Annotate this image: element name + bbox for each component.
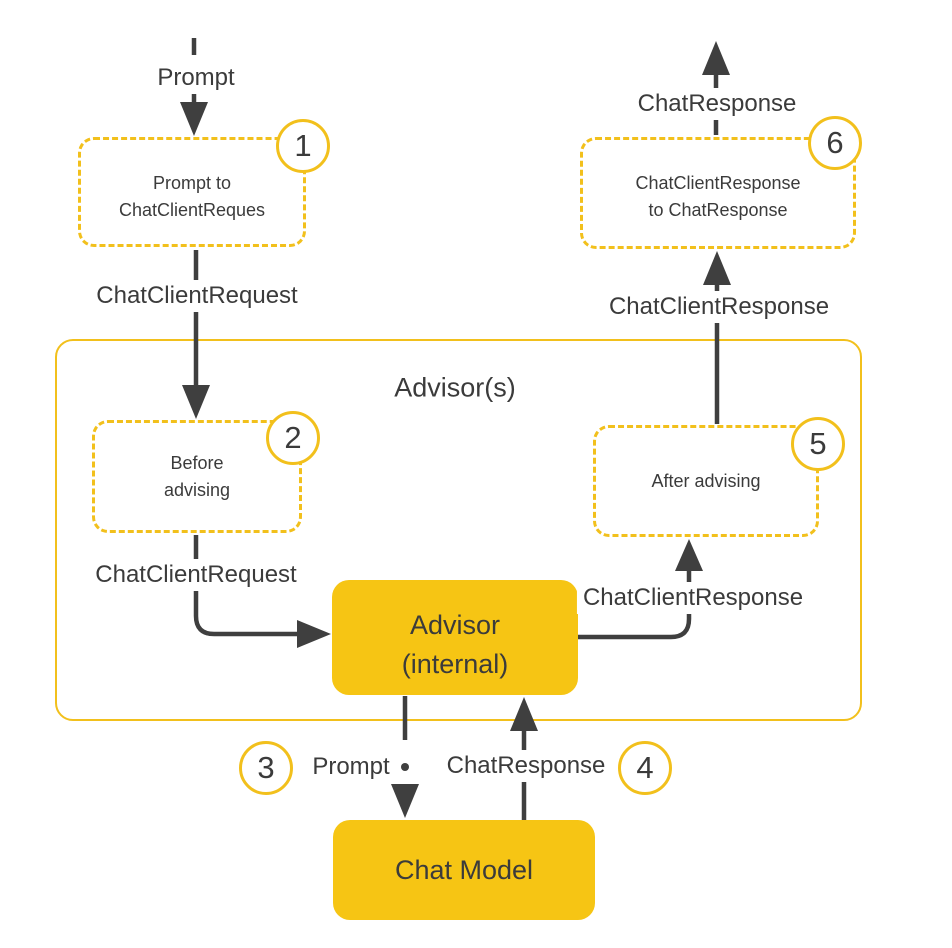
arrow-advisor-internal-to-chat-model — [391, 696, 419, 818]
edge-label-prompt-bottom: Prompt — [306, 751, 396, 783]
edge-label-chatclientresponse-inner: ChatClientResponse — [576, 582, 810, 614]
edge-label-chatclientresponse-outer: ChatClientResponse — [602, 291, 836, 323]
edge-label-chatclientrequest-inner: ChatClientRequest — [89, 559, 303, 591]
edge-label-chatclientrequest-outer: ChatClientRequest — [90, 280, 304, 312]
arrow-advisor-internal-to-after-advising — [578, 539, 703, 640]
node-text-line: Chat Model — [394, 854, 534, 885]
node-text-line: Prompt to — [152, 173, 232, 193]
step-badge-3: 3 — [239, 741, 293, 795]
step-badge-4: 4 — [618, 741, 672, 795]
arrow-before-advising-to-advisor-internal — [193, 535, 331, 648]
arrow-box1-to-before-advising — [182, 250, 210, 419]
node-text-line: ChatClientResponse — [635, 173, 801, 193]
node-advisor-internal: Advisor (internal) — [332, 580, 578, 695]
advisors-container-title: Advisor(s) — [394, 372, 516, 403]
node-text-line: (internal) — [401, 648, 509, 679]
node-text-line: Advisor — [409, 609, 500, 640]
node-chat-model: Chat Model — [333, 820, 595, 920]
node-chatclientresponse-to-chatresponse: ChatClientResponse to ChatResponse — [580, 137, 856, 249]
step-badge-1: 1 — [276, 119, 330, 173]
node-text-line: ChatClientReques — [118, 200, 266, 220]
node-text-line: advising — [163, 479, 231, 500]
node-after-advising: After advising — [593, 425, 819, 537]
node-text-line: Before — [170, 452, 224, 473]
node-prompt-to-chatclientrequest: Prompt to ChatClientReques — [78, 137, 306, 247]
step-badge-6: 6 — [808, 116, 862, 170]
edge-label-chatresponse-top: ChatResponse — [631, 88, 803, 120]
edge-label-prompt-top: Prompt — [151, 62, 241, 94]
edge-label-chatresponse-bottom: ChatResponse — [440, 750, 612, 782]
advisors-container — [55, 339, 862, 721]
step-badge-5: 5 — [791, 417, 845, 471]
node-text-line: to ChatResponse — [648, 200, 788, 220]
node-text-line: After advising — [651, 470, 761, 491]
arrow-after-advising-to-box6 — [703, 251, 731, 424]
step-badge-2: 2 — [266, 411, 320, 465]
